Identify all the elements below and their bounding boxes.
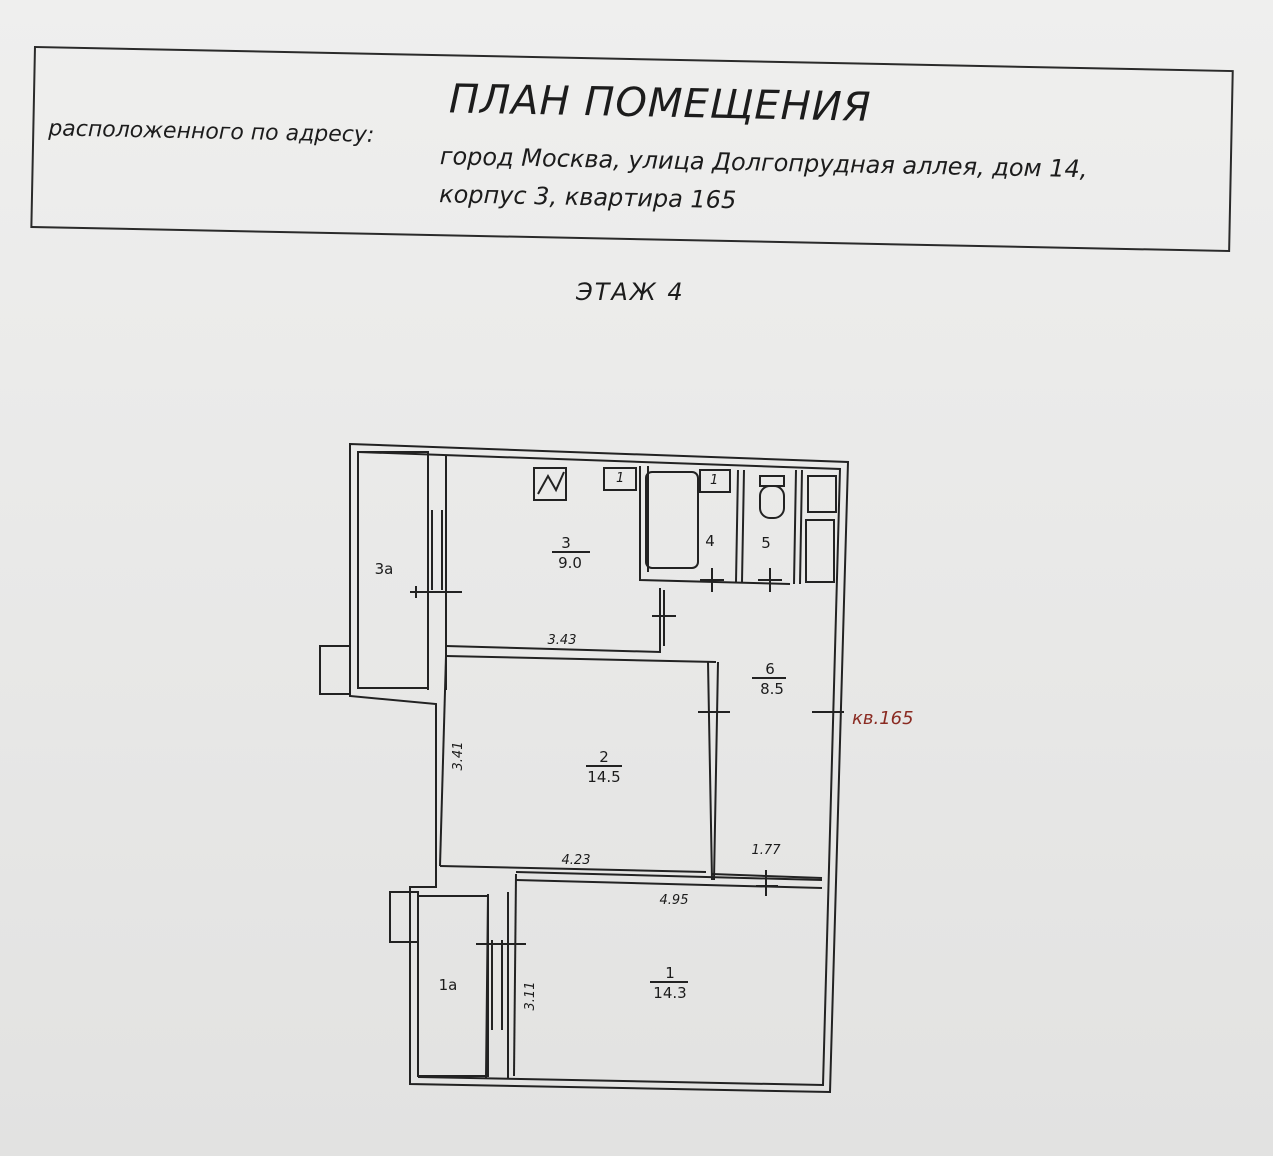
window-3a — [427, 452, 447, 690]
room-4-number: 4 — [705, 532, 715, 550]
door-mark-3a — [410, 586, 462, 598]
bathtub — [645, 471, 699, 569]
kitchen-shaft — [603, 467, 637, 491]
room-6-number: 6 — [765, 660, 775, 678]
room-3-number: 3 — [561, 534, 571, 552]
door-mark-3 — [652, 590, 676, 646]
bath-shaft — [699, 469, 731, 493]
wall-room2-bottom — [439, 865, 823, 889]
room-6-area: 8.5 — [760, 680, 784, 698]
room-1-area: 14.3 — [653, 984, 686, 1002]
room-1a-number: 1а — [439, 976, 458, 994]
toilet-tank — [759, 475, 785, 487]
dim-room1-width: 4.95 — [660, 893, 689, 908]
dim-room2-width: 4.23 — [562, 853, 591, 868]
shaft-5b — [805, 519, 835, 583]
dim-room3-width: 3.43 — [548, 633, 577, 648]
bath-shaft-mark: 1 — [710, 473, 718, 488]
shaft-5a — [807, 475, 837, 513]
room-5-number: 5 — [761, 534, 771, 552]
apartment-outline — [349, 442, 850, 1094]
room-3-area: 9.0 — [558, 554, 582, 572]
dim-room2-height: 3.41 — [451, 742, 466, 771]
door-mark-1 — [756, 870, 778, 896]
wall-room2-left — [439, 655, 447, 867]
wall-5-right — [793, 469, 803, 585]
dim-room6-width: 1.77 — [752, 843, 782, 858]
room-3a-number: 3а — [375, 560, 394, 578]
wall-bath-left — [639, 466, 791, 585]
wall-room6-left — [707, 661, 719, 881]
apartment-number-label: кв.165 — [852, 708, 914, 729]
stove-symbol — [537, 471, 565, 495]
room-2-area: 14.5 — [587, 768, 620, 786]
wall-4-5 — [735, 469, 745, 583]
floor-label: ЭТАЖ 4 — [576, 278, 685, 306]
balcony-3a-bump — [319, 645, 351, 695]
wall-room3-bottom — [445, 588, 717, 663]
stove-icon — [533, 467, 567, 501]
wall-room1-left — [513, 873, 517, 1077]
outline-inner — [357, 451, 842, 1087]
room-1-number: 1 — [665, 964, 675, 982]
balcony-1a-bump — [389, 891, 419, 943]
room-2-number: 2 — [599, 748, 609, 766]
window-1a — [485, 892, 509, 1079]
shaft-mark: 1 — [616, 471, 624, 486]
door-mark-4 — [700, 568, 724, 592]
toilet-bowl — [759, 485, 785, 519]
dim-room1-height: 3.11 — [523, 982, 538, 1011]
door-mark-5 — [758, 568, 782, 592]
